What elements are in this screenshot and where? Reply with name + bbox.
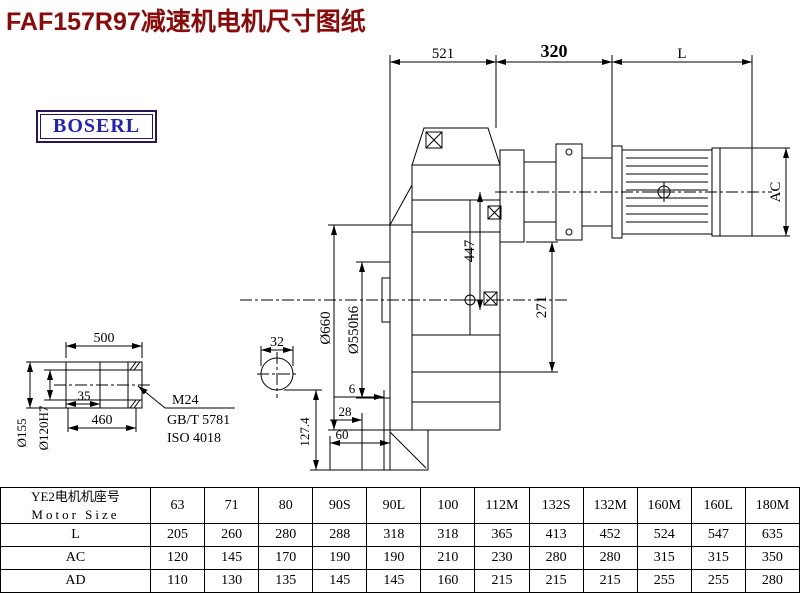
dim-521-label: 521 <box>432 46 455 62</box>
dim-AC-label: AC <box>768 182 784 203</box>
table-cell: 215 <box>582 569 638 594</box>
table-cell: 547 <box>690 523 746 548</box>
table-row-label: L <box>0 523 151 548</box>
table-cell: 255 <box>636 569 692 594</box>
table-cell: 130 <box>204 569 260 594</box>
table-cell: 190 <box>312 546 368 571</box>
table-cell: 365 <box>474 523 530 548</box>
dim-660-label: Ø660 <box>318 311 334 344</box>
table-header-cell: 112M <box>474 486 530 525</box>
table-header-cell: 90S <box>312 486 368 525</box>
dim-35-label: 35 <box>78 388 91 403</box>
dim-120H7-label: Ø120H7 <box>36 405 51 450</box>
table-cell: 315 <box>636 546 692 571</box>
dim-6-label: 6 <box>349 381 356 396</box>
table-row-label: AD <box>0 569 151 594</box>
dim-60-label: 60 <box>336 427 349 442</box>
table-cell: 413 <box>528 523 584 548</box>
dim-550-label: Ø550h6 <box>346 305 362 354</box>
dim-500-label: 500 <box>94 331 115 346</box>
brand-logo-text: BOSERL <box>40 114 154 139</box>
dim-127-label: 127.4 <box>297 417 312 447</box>
table-cell: 205 <box>149 523 206 548</box>
thread-m24-label: M24 <box>172 393 198 408</box>
table-cell: 318 <box>366 523 422 548</box>
table-cell: 160 <box>420 569 476 594</box>
table-cell: 215 <box>474 569 530 594</box>
table-cell: 280 <box>744 569 800 594</box>
table-cell: 230 <box>474 546 530 571</box>
table-cell: 190 <box>366 546 422 571</box>
table-cell: 280 <box>582 546 638 571</box>
table-header-cell: 132S <box>528 486 584 525</box>
dim-L-label: L <box>677 46 686 62</box>
table-cell: 280 <box>528 546 584 571</box>
table-cell: 452 <box>582 523 638 548</box>
table-cell: 145 <box>366 569 422 594</box>
dim-460-label: 460 <box>92 413 113 428</box>
page-title: FAF157R97减速机电机尺寸图纸 <box>6 8 366 36</box>
dim-320-label: 320 <box>541 41 568 61</box>
table-cell: 120 <box>149 546 206 571</box>
dim-32-label: 32 <box>270 335 284 350</box>
table-cell: 260 <box>204 523 260 548</box>
table-header-cell: 100 <box>420 486 476 525</box>
table-header-cell: 180M <box>744 486 800 525</box>
dim-155-label: Ø155 <box>14 419 29 448</box>
drawing-geometry <box>26 55 790 471</box>
table-header-cell: 132M <box>582 486 638 525</box>
table-cell: 318 <box>420 523 476 548</box>
table-cell: 215 <box>528 569 584 594</box>
table-cell: 255 <box>690 569 746 594</box>
thread-iso-label: ISO 4018 <box>167 431 221 446</box>
technical-drawing: 521 320 L AC Ø660 Ø550h6 447 271 500 35 … <box>14 41 790 471</box>
table-cell: 635 <box>744 523 800 548</box>
thread-gbt-label: GB/T 5781 <box>167 413 230 428</box>
dim-447-label: 447 <box>462 239 478 262</box>
table-header-cell: 90L <box>366 486 422 525</box>
table-header-cell: 63 <box>149 486 206 525</box>
table-cell: 350 <box>744 546 800 571</box>
table-header-cell: 160L <box>690 486 746 525</box>
table-row-label: AC <box>0 546 151 571</box>
dim-271-label: 271 <box>534 296 550 319</box>
table-cell: 135 <box>258 569 314 594</box>
table-cell: 170 <box>258 546 314 571</box>
table-cell: 145 <box>204 546 260 571</box>
table-cell: 315 <box>690 546 746 571</box>
table-cell: 145 <box>312 569 368 594</box>
brand-logo: BOSERL <box>36 110 158 143</box>
dim-28-label: 28 <box>339 404 352 419</box>
table-header-cell: 160M <box>636 486 692 525</box>
table-cell: 110 <box>149 569 206 594</box>
table-cell: 524 <box>636 523 692 548</box>
table-header-cell: 80 <box>258 486 314 525</box>
table-cell: 288 <box>312 523 368 548</box>
table-cell: 210 <box>420 546 476 571</box>
table-header-cell: 71 <box>204 486 260 525</box>
table-cell: 280 <box>258 523 314 548</box>
